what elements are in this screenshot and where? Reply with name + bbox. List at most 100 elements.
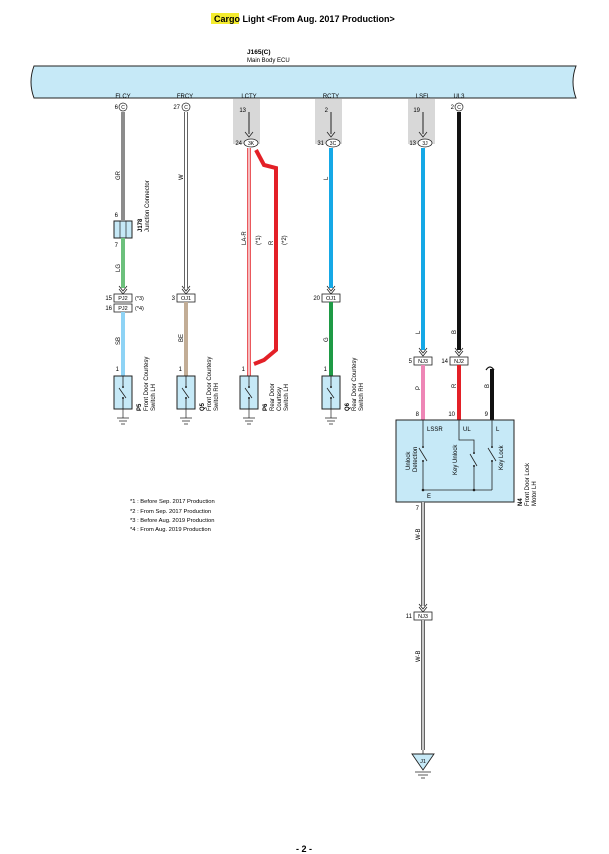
ecu-box [30, 65, 577, 99]
motor-name-1: Front Door Lock [525, 462, 531, 506]
conn-ul3: C [457, 105, 461, 111]
ground-name: J1 [420, 759, 426, 765]
wire-label-be: BE [179, 334, 185, 342]
wire-label-l-lock: L [416, 330, 422, 334]
note-3: *3 : Before Aug. 2019 Production [130, 518, 214, 524]
j178-pin-top: 6 [115, 213, 119, 219]
oj1a-name: OJ1 [181, 296, 191, 302]
ground-icon [117, 417, 129, 425]
j178-pin-bottom: 7 [115, 243, 119, 249]
conn-flcy: C [121, 105, 125, 111]
page-number: - 2 - [296, 844, 312, 854]
pj2b-note: (*4) [135, 306, 144, 312]
ecu-code: J165(C) [247, 49, 270, 56]
c3j-name: 3J [422, 141, 428, 147]
signal-lsfl: LSFL [416, 94, 431, 100]
c3k-name: 3K [248, 141, 255, 147]
nj2-pin: 14 [441, 359, 448, 365]
signal-rcty: RCTY [323, 94, 339, 100]
motor-pin-l: 9 [485, 412, 489, 418]
j178-name: Junction Connector [145, 180, 151, 232]
wire-label-b: B [452, 330, 458, 334]
nj3a-pin: 5 [409, 359, 413, 365]
switch-p6-line3: Switch LH [284, 384, 290, 411]
ground-icon [415, 771, 431, 779]
motor-label-l: L [496, 427, 500, 433]
c3c-name: 3C [330, 141, 337, 147]
motor-key-unlock: Key Unlock [453, 444, 459, 475]
wire-label-b-lock: B [485, 384, 491, 388]
switch-q5-code: Q5 [200, 402, 206, 411]
nj2-name: NJ2 [454, 359, 464, 365]
wire-r-bypass [253, 149, 278, 366]
switch-p6-code: P6 [263, 403, 269, 411]
note-1: *1 : Before Sep. 2017 Production [130, 499, 215, 505]
shade-lcty [233, 99, 260, 144]
motor-unlock-detection-2: Detection [413, 447, 419, 472]
note-4: *4 : From Aug. 2019 Production [130, 527, 211, 533]
pin-ul3: 2 [451, 105, 455, 111]
ground-icon [325, 417, 337, 425]
svg-text:1: 1 [116, 367, 120, 373]
conn-frcy: C [184, 105, 188, 111]
motor-unlock-detection-1: Unlock [406, 451, 412, 470]
title-highlight [211, 13, 239, 24]
motor-key-lock: Key Lock [499, 444, 505, 470]
signal-flcy: FLCY [115, 94, 130, 100]
switch-q6-line1: Rear Door Courtesy [352, 358, 358, 411]
switch-p5-code: P5 [137, 403, 143, 411]
page-title: Cargo Light <From Aug. 2017 Production> [214, 14, 395, 24]
connector-3j [417, 138, 433, 148]
pin-flcy: 6 [115, 105, 119, 111]
switch-p5-line1: Front Door Courtesy [144, 357, 150, 411]
switch-p5: 1 [113, 367, 133, 425]
wire-label-p: P [416, 386, 422, 390]
ground-icon [180, 417, 192, 425]
wire-label-w-b-lower: W-B [416, 650, 422, 662]
pj2b-name: PJ2 [118, 306, 127, 312]
conn-badge-flcy [118, 102, 128, 112]
c3k-pin: 24 [235, 141, 242, 147]
wire-label-g: G [324, 337, 330, 342]
nj3b-name: NJ3 [418, 614, 428, 620]
nj3a-name: NJ3 [418, 359, 428, 365]
motor-label-e: E [427, 494, 431, 500]
signal-lcty: LCTY [241, 94, 256, 100]
note-2: *2 : From Sep. 2017 Production [130, 509, 211, 515]
conn-badge-ul3 [454, 102, 464, 112]
pin-lsfl: 19 [413, 108, 420, 114]
switch-p5-line2: Switch LH [151, 384, 157, 411]
wire-note-star1: (*1) [256, 235, 262, 245]
wire-label-l-rear: L [324, 176, 330, 180]
wire-note-star2: (*2) [282, 235, 288, 245]
oj1a-pin: 3 [172, 296, 176, 302]
shade-rcty [315, 99, 342, 144]
switch-q5-line1: Front Door Courtesy [207, 357, 213, 411]
switch-q6-code: Q6 [345, 402, 351, 411]
pin-lcty: 13 [239, 108, 246, 114]
switch-q6-line2: Switch RH [359, 383, 365, 411]
switch-p6: 1 [239, 367, 259, 425]
j178-code: J178 [138, 218, 144, 232]
switch-q5-line2: Switch RH [214, 383, 220, 411]
switch-q5: 1 [176, 367, 196, 425]
switch-p6-line1: Rear Door [270, 383, 276, 411]
oj1b-pin: 20 [313, 296, 320, 302]
oj1b-name: OJ1 [326, 296, 336, 302]
wire-label-gr: GR [116, 170, 122, 180]
motor-label-ul: UL [463, 427, 471, 433]
signal-frcy: FRCY [177, 94, 193, 100]
pj2a-name: PJ2 [118, 296, 127, 302]
svg-text:1: 1 [179, 367, 183, 373]
pj2a-pin: 15 [105, 296, 112, 302]
motor-pin-lssr: 8 [416, 412, 420, 418]
motor-pin-e: 7 [416, 506, 420, 512]
connector-chevron [454, 347, 464, 357]
wire-label-sb: SB [116, 337, 122, 345]
junction-connector-j178 [113, 220, 133, 239]
wire-label-w-b-upper: W-B [416, 528, 422, 540]
lock-motor-box [395, 419, 515, 503]
pin-rcty: 2 [325, 108, 329, 114]
svg-text:1: 1 [324, 367, 328, 373]
